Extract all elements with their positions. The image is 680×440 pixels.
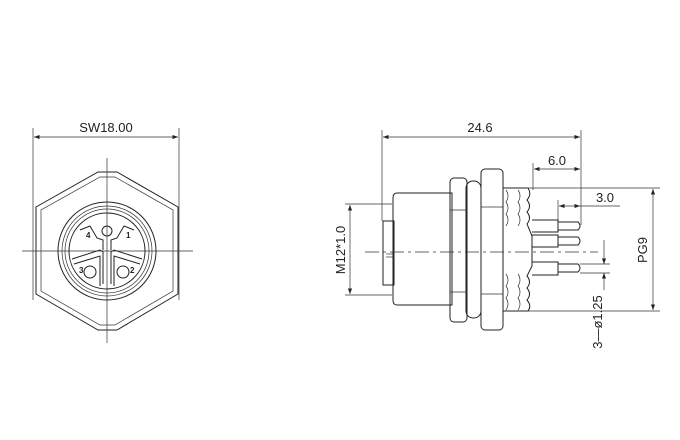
connector-body [392,192,453,306]
pin-label-3: 3 [79,266,84,275]
hex-nut-outline [35,171,179,331]
hex-nut-chamfer [40,176,174,326]
front-nut [449,177,468,323]
pin-socket-3 [83,265,97,279]
rear-nut [480,168,504,331]
pin-1 [532,219,581,233]
m12-label: M12*1.0 [333,226,348,274]
front-view: SW18.00 1 2 3 4 [22,120,193,343]
sw-dimension-label: SW18.00 [79,120,132,135]
pin-label-4: 4 [86,231,91,240]
pin-section-label: 6.0 [548,153,566,168]
pin-socket-2 [116,265,130,279]
length-label: 24.6 [467,120,492,135]
washer [465,180,482,319]
pin-diameter-label: 3—ø1.25 [590,295,605,348]
side-view: 24.6 6.0 3.0 PG9 M12*1.0 [333,120,660,349]
pin-label-2: 2 [130,266,135,275]
pins [532,219,581,276]
pg9-label: PG9 [635,237,650,263]
pin-2 [532,234,581,248]
pin-tip-label: 3.0 [596,190,614,205]
pin-label-1: 1 [126,231,131,240]
pin-3 [532,261,581,276]
pg9-thread [502,187,533,312]
front-face [382,220,395,286]
